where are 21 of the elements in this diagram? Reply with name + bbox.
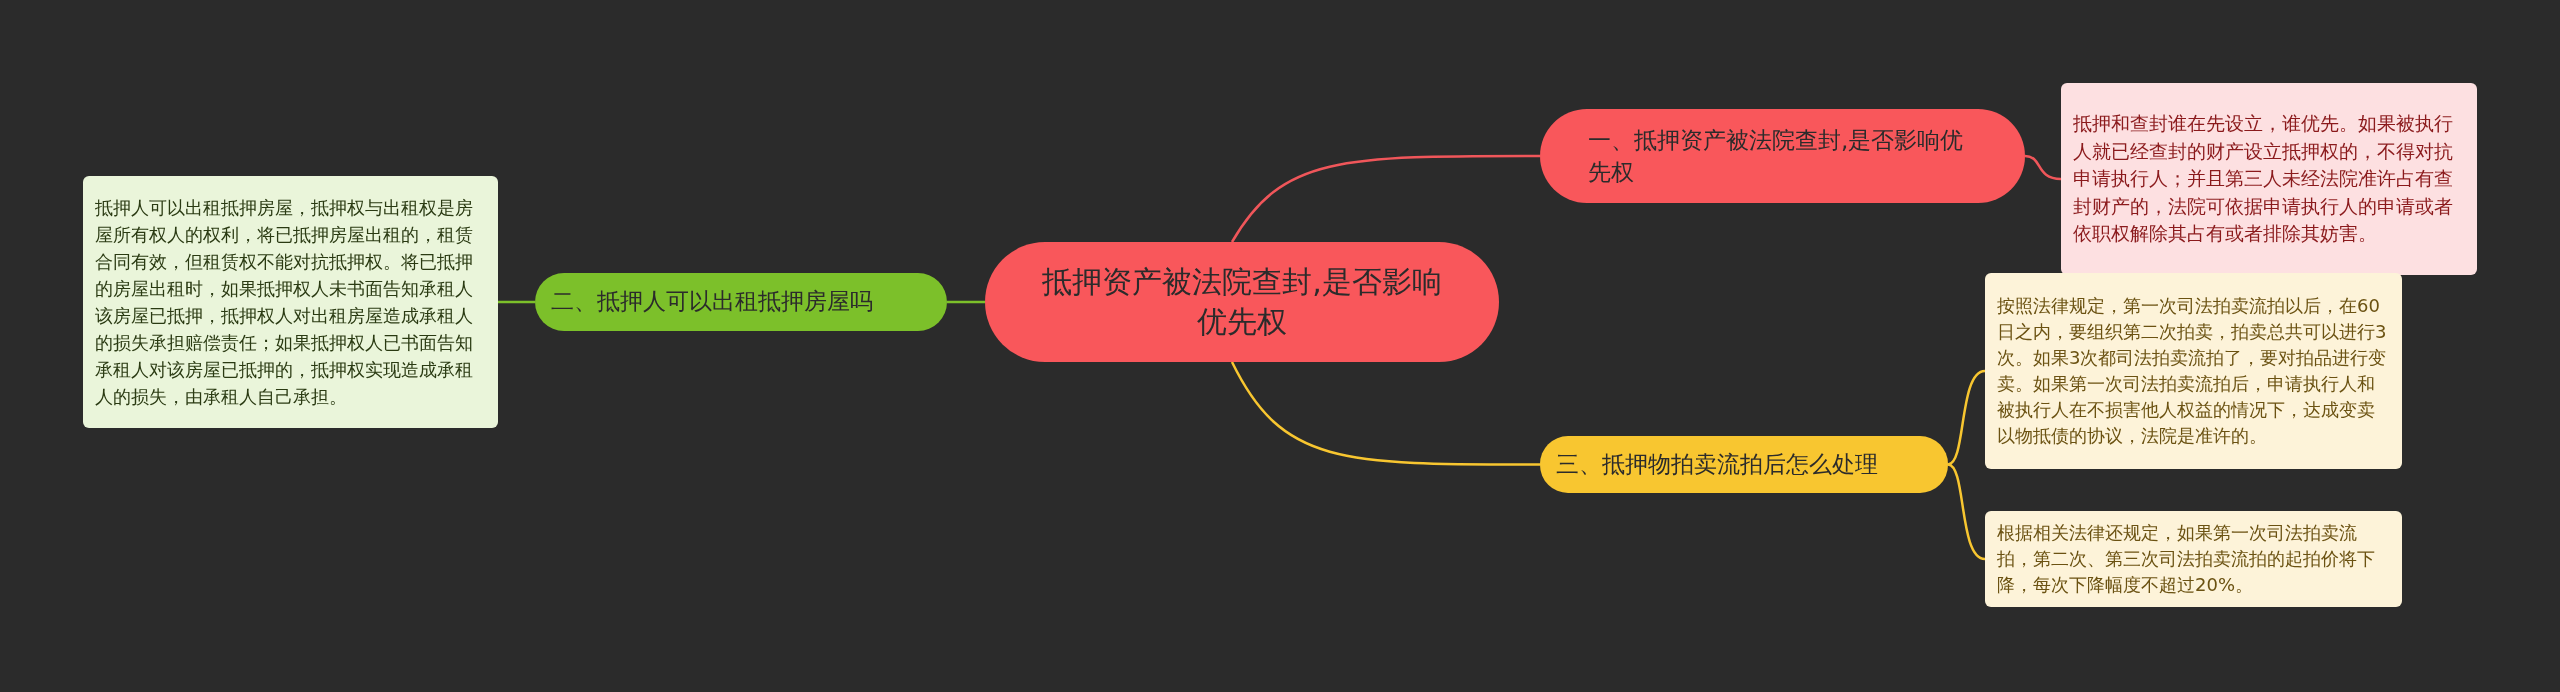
connector-line [1947, 463, 1986, 561]
branch-topic [1540, 436, 1948, 493]
connector-line [1230, 361, 1540, 466]
topic-text: 抵押资产被法院查封,是否影响优先权 [1041, 262, 1443, 341]
connector-line [1947, 369, 1986, 466]
connector-line [2024, 154, 2062, 181]
topic-text: 抵押人可以出租抵押房屋，抵押权与出租权是房屋所有权人的权利，将已抵押房屋出租的，租赁合同有效，但租赁权不能对抗抵押权。将已抵押的房屋出租时，如果抵押权人未书面告知承租人该房屋已抵押，抵押权人对出租房屋造成承租人的损失承担赔偿责任；如果抵押权人已书面告知承租人对该房屋已抵押的，抵押权实现造成承租人的损失，由承租人自己承担。 [95, 196, 474, 409]
topic-text: 二、抵押人可以出租抵押房屋吗 [551, 287, 874, 317]
topic-text: 根据相关法律还规定，如果第一次司法拍卖流拍，第二次、第三次司法拍卖流拍的起拍价将下降，每次下降幅度不超过20%。 [1997, 520, 2376, 598]
connector-line [947, 300, 985, 304]
note-card [2061, 83, 2477, 275]
branch-topic [535, 273, 947, 331]
connector-line [1230, 154, 1540, 243]
topic-text: 按照法律规定，第一次司法拍卖流拍以后，在60日之内，要组织第二次拍卖，拍卖总共可以进行3次。如果3次都司法拍卖流拍了，要对拍品进行变卖。如果第一次司法拍卖流拍后，申请执行人和被执行人在不损害他人权益的情况下，达成变卖以物抵债的协议，法院是准许的。 [1997, 293, 2388, 449]
topic-text: 抵押和查封谁在先设立，谁优先。如果被执行人就已经查封的财产设立抵押权的，不得对抗申请执行人；并且第三人未经法院准许占有查封财产的，法院可依据申请执行人的申请或者依职权解除其占有或者排除其妨害。 [2073, 111, 2454, 247]
note-card [1985, 511, 2402, 607]
connector-line [498, 300, 535, 304]
topic-text: 三、抵押物拍卖流拍后怎么处理 [1556, 449, 1879, 479]
topic-text: 一、抵押资产被法院查封,是否影响优先权 [1588, 125, 1965, 187]
note-card [1985, 273, 2402, 469]
note-card [83, 176, 498, 428]
